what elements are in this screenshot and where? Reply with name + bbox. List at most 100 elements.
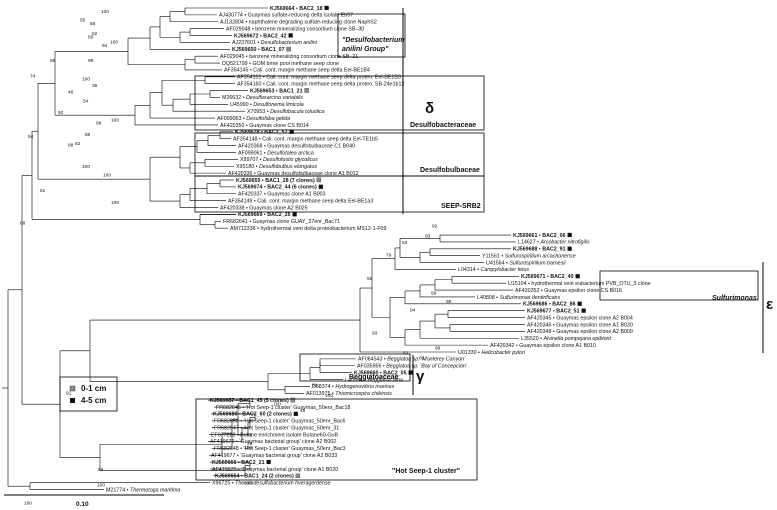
- bootstrap-value: 81: [419, 356, 425, 362]
- bootstrap-value: 100: [244, 481, 252, 487]
- depth-marker-4-5cm: [567, 232, 572, 238]
- bootstrap-value: 94: [28, 134, 34, 140]
- tree-branches: [2, 7, 525, 490]
- clade-label-hot-seep-1: "Hot Seep-1 cluster": [392, 468, 460, 475]
- leaf-label: X96725 • Thermodesulfobacterium hverager…: [212, 481, 331, 487]
- bootstrap-value: 54: [83, 99, 89, 105]
- bootstrap-value: 99: [88, 58, 94, 64]
- leaf-label: KJ569664 • BAC2_18: [270, 6, 323, 12]
- bootstrap-value: 94: [102, 43, 108, 49]
- depth-marker-4-5cm: [292, 212, 297, 217]
- depth-marker-4-5cm: [581, 308, 586, 313]
- bootstrap-value: 98: [50, 58, 56, 64]
- bootstrap-value: 94: [410, 307, 416, 313]
- bootstrap-value: 36: [92, 83, 98, 89]
- bootstrap-value: 25: [247, 441, 253, 447]
- clade-label-seep-srb2: SEEP-SRB2: [441, 203, 481, 210]
- leaf-label: AF420350 • Guaymas clone CS B014: [220, 123, 309, 129]
- bootstrap-value: 100: [111, 118, 119, 124]
- bootstrap-value: 92: [432, 224, 438, 230]
- clade-box-hot-seep-1: [195, 398, 478, 481]
- bootstrap-value: 45: [300, 408, 306, 414]
- leaf-label: FR682648 • ‘Hot Seep-1 cluster’ Guaymas_…: [214, 446, 345, 452]
- leaf-label: U01330 • Helicobacter pylori: [458, 350, 526, 356]
- depth-marker-0-1cm: [290, 397, 296, 403]
- leaf-label: AF420345 • Guaymas epsilon clone A2 B004: [527, 315, 633, 321]
- leaf-label: KJ569654 • BAC1_24 (2 clones): [215, 474, 294, 480]
- depth-marker-4-5cm: [293, 411, 298, 416]
- leaf-label: L40994 • Beggiatoa alba: [345, 377, 403, 383]
- scale-bar-label: 0.10: [76, 501, 89, 508]
- leaf-label: KJ569671 • BAC2_40: [521, 274, 574, 280]
- bootstrap-value: 100: [82, 77, 90, 83]
- clade-label-desulfobacteraceae: Desulfobacteraceae: [410, 122, 476, 129]
- class-label-epsilon: ε: [766, 296, 773, 313]
- leaf-label: AF354160 • Cali. cont. margin methane se…: [237, 81, 404, 87]
- leaf-label: KJ569650 • BAC1_07: [232, 47, 285, 53]
- bootstrap-value: 100: [244, 445, 252, 451]
- leaf-label: KJ569661 • BAC2_06: [513, 233, 566, 239]
- bootstrap-value: 98: [96, 121, 102, 127]
- leaf-label: AM712336 • hydrothermal vent delta prote…: [230, 226, 387, 232]
- bootstrap-value: 100: [325, 393, 333, 399]
- bootstrap-value: 100: [24, 500, 32, 506]
- legend-label-0-1cm: 0-1 cm: [81, 384, 106, 393]
- depth-marker-0-1cm: [286, 46, 291, 52]
- bootstrap-value: 74: [30, 74, 36, 80]
- clade-box-seep-srb2: [194, 175, 485, 213]
- bootstrap-value: 100: [101, 9, 109, 15]
- bootstrap-value: 52: [92, 31, 98, 37]
- bootstrap-value: 46: [68, 89, 74, 95]
- class-label-delta: δ: [425, 100, 434, 117]
- depth-marker-4-5cm: [575, 274, 580, 279]
- bootstrap-value: 91: [66, 390, 72, 396]
- depth-marker-0-1cm: [295, 473, 301, 478]
- leaf-label: AF099063 • Desulfofaba gelida: [217, 116, 290, 122]
- depth-marker-0-1cm: [316, 177, 322, 183]
- leaf-label: L04314 • Campylobacter fetus: [458, 267, 529, 273]
- leaf-label: AF354149 • Cali. cont. margin methane se…: [228, 198, 373, 204]
- leaf-label: KJ569660 • BAC2_05: [354, 370, 407, 376]
- leaf-label: KJ569655 • BAC1_28 (7 clones): [236, 178, 315, 184]
- leaf-label: AJ430774 • Guaymas sulfate-reducing delt…: [219, 13, 353, 19]
- leaf-label: AF420337 • Guaymas clone A1 B003: [238, 192, 326, 198]
- leaf-label: L40808 • Sulfurimonas denitrificans: [477, 295, 560, 301]
- clade-box-sulfurimonas: [599, 270, 759, 301]
- leaf-label: AF420346 • Guaymas epsilon clone A1 B030: [527, 322, 633, 328]
- leaf-label: AF420342 • Guaymas epsilon clone A1 B010: [490, 343, 596, 349]
- leaf-label: FR682647 • ‘Hot Seep-1 cluster’ Guaymas_…: [214, 425, 339, 431]
- bootstrap-value: 100: [82, 164, 90, 170]
- clade-label-desulfobulbaceae: Desulfobulbaceae: [420, 167, 480, 174]
- bootstrap-value: 99: [98, 467, 104, 473]
- bootstrap-value: 50: [88, 35, 94, 41]
- leaf-label: U15104 • hydrothermal vent eubacterium P…: [508, 281, 651, 287]
- clade-label-anilini-line1: "Desulfobacterium: [342, 37, 404, 44]
- bootstrap-value: 93: [425, 233, 431, 239]
- depth-marker-0-1cm: [304, 88, 309, 93]
- leaf-label: AF099061 • Desulfotalea arctica: [238, 150, 314, 156]
- bootstrap-value: 53: [402, 240, 408, 246]
- leaf-label: AF419676 • ‘Guaymas bacterial group’ clo…: [210, 439, 336, 445]
- bootstrap-value: 81: [312, 383, 318, 389]
- leaf-label: L14627 • Arcobacter nitrofigilis: [518, 240, 590, 246]
- legend-box: [59, 376, 118, 412]
- leaf-label: KJ569669 • BAC2_26: [238, 212, 291, 218]
- leaf-label: L35520 • Alvinella pompejana epibiont: [521, 336, 611, 342]
- leaf-label: AF354151 • Cali. cont. margin methane se…: [237, 75, 401, 81]
- depth-marker-4-5cm: [266, 459, 271, 465]
- leaf-label: AF029045 • benzene mineralizing consorti…: [220, 54, 358, 60]
- leaf-label: AF420338 • Guaymas clone A2 B025: [220, 205, 308, 211]
- leaf-label: Y11561 • Sulfurospirillum arcachonense: [482, 253, 576, 259]
- leaf-label: M21774 • Thermotoga maritima: [106, 487, 180, 493]
- bootstrap-value: 100: [97, 483, 105, 489]
- leaf-label: U41564 • Sulfurospirillum barnesii: [486, 260, 566, 266]
- class-label-gamma: γ: [416, 368, 425, 385]
- bootstrap-value: 92: [58, 110, 64, 116]
- clade-label-anilini-line2: anilini Group": [342, 46, 389, 53]
- leaf-label: KJ569680 • BAC2_60 (2 clones): [213, 412, 292, 418]
- leaf-label: AF419675 • ‘Guaymas bacterial group’ clo…: [212, 467, 338, 473]
- leaf-label: D88374 • Hydrogenovibrio marinus: [312, 384, 395, 390]
- depth-marker-4-5cm: [567, 246, 572, 251]
- clade-box-desulfobacteraceae: [194, 75, 485, 131]
